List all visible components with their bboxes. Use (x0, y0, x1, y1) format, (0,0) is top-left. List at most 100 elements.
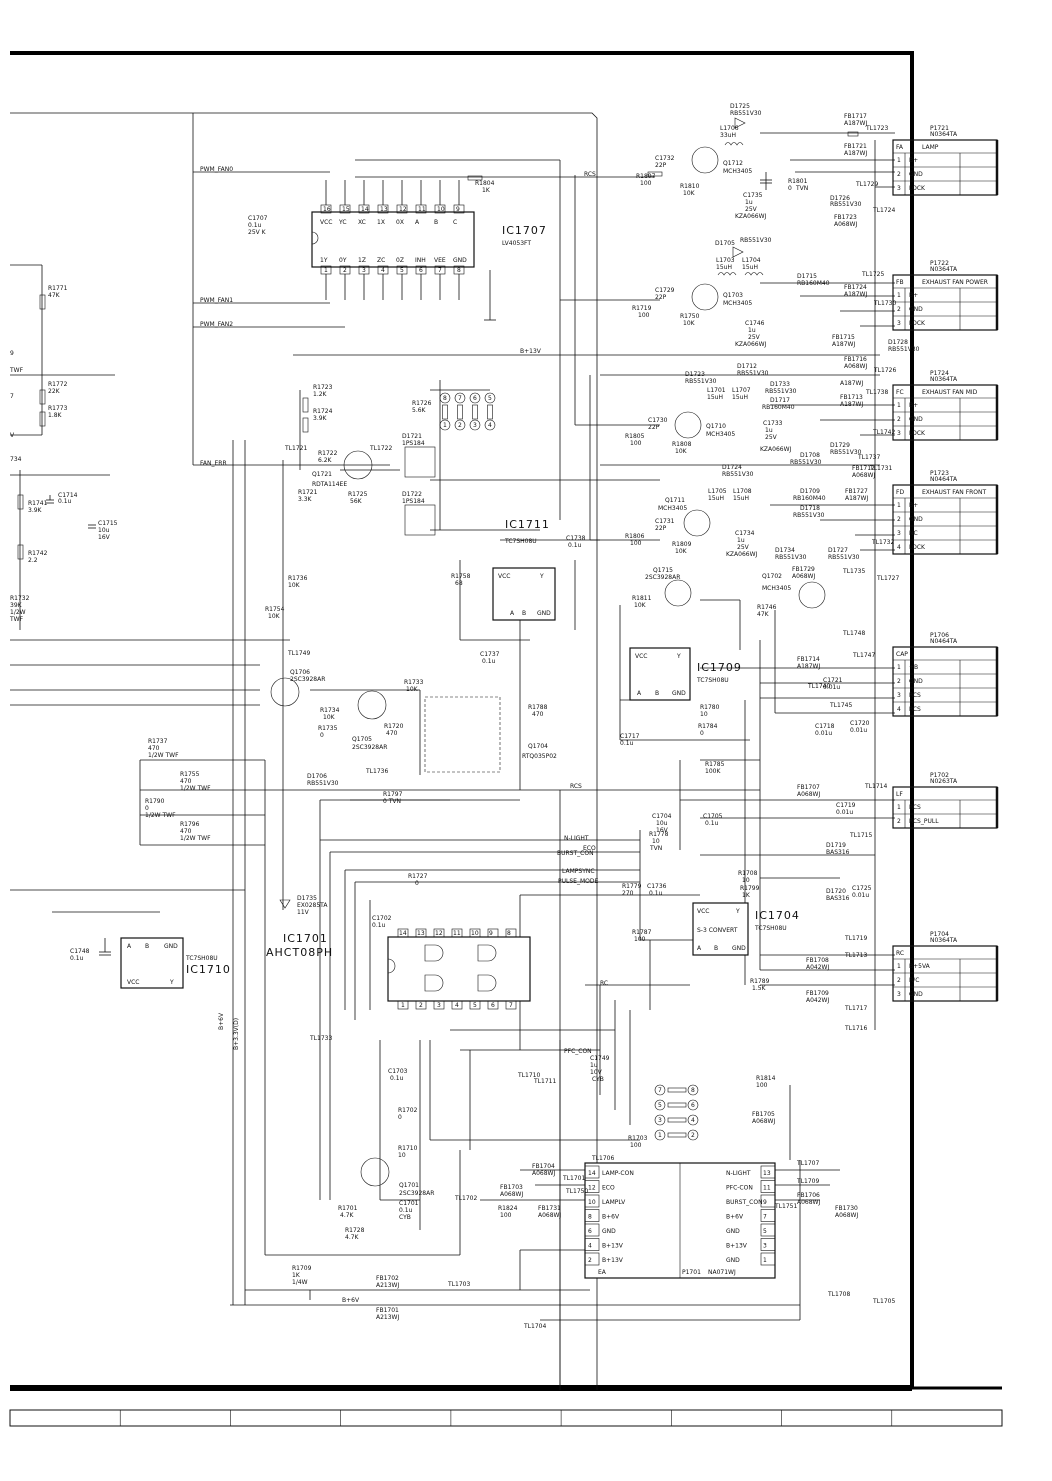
svg-text:0.1u: 0.1u (390, 1075, 404, 1082)
svg-text:0.1u: 0.1u (568, 542, 582, 549)
svg-text:47K: 47K (757, 611, 770, 618)
svg-text:100: 100 (638, 312, 650, 319)
svg-text:PWM_FAN0: PWM_FAN0 (200, 166, 233, 173)
svg-text:A042WJ: A042WJ (806, 997, 829, 1004)
svg-text:R1720: R1720 (384, 723, 404, 730)
svg-text:TL1725: TL1725 (861, 271, 884, 278)
p1701-pin-number: 10 (588, 1199, 596, 1206)
connector-pin-name: GND (909, 171, 923, 178)
connector-pin-number: 3 (897, 320, 901, 327)
svg-text:Q1703: Q1703 (723, 292, 743, 299)
ic1701-pin-number: 3 (437, 1002, 441, 1009)
svg-text:BURST_CON: BURST_CON (557, 850, 594, 857)
svg-text:10u: 10u (656, 820, 668, 827)
svg-text:R1719: R1719 (632, 305, 652, 312)
ic1709-ref: IC1709 (697, 661, 742, 674)
svg-text:A: A (127, 943, 132, 950)
svg-text:1/2W TWF: 1/2W TWF (148, 752, 179, 759)
svg-text:R1728: R1728 (345, 1227, 365, 1234)
svg-text:ECO: ECO (583, 845, 596, 852)
ic1701-pin-number: 11 (453, 930, 461, 937)
svg-text:TL1732: TL1732 (871, 539, 894, 546)
c1714-value: 0.1u (58, 498, 72, 505)
svg-text:C1725: C1725 (852, 885, 872, 892)
connector-pin-number: 4 (897, 544, 901, 551)
svg-text:GND: GND (732, 945, 746, 952)
svg-text:15uH: 15uH (742, 264, 758, 271)
svg-text:D1712: D1712 (737, 363, 757, 370)
ic1701-pin-number: 2 (419, 1002, 423, 1009)
ic1701-pin-number: 6 (491, 1002, 495, 1009)
svg-text:1/2W TWF: 1/2W TWF (145, 812, 176, 819)
svg-text:VCC: VCC (697, 908, 709, 915)
svg-text:MCH3405: MCH3405 (723, 300, 752, 307)
svg-text:FB1717: FB1717 (844, 113, 867, 120)
svg-text:15uH: 15uH (708, 495, 724, 502)
svg-text:10K: 10K (683, 190, 696, 197)
svg-text:6.2K: 6.2K (318, 457, 333, 464)
p1701-pin-name: GND (726, 1257, 740, 1264)
connector-pin-name: +B (909, 664, 918, 671)
ic1701-part-label: AHCT08PH (266, 946, 333, 959)
svg-text:R1742: R1742 (28, 550, 48, 557)
c1707-value: 0.1u (248, 222, 262, 229)
connector-pin-name: LOCK (909, 185, 926, 192)
svg-text:D1705: D1705 (715, 240, 735, 247)
ic1707-pin-label: VEE (434, 257, 446, 264)
svg-text:GND: GND (164, 943, 178, 950)
svg-text:Q1704: Q1704 (528, 743, 548, 750)
svg-text:R1737: R1737 (148, 738, 168, 745)
svg-text:8: 8 (691, 1087, 695, 1094)
svg-text:100: 100 (640, 180, 652, 187)
svg-text:RB551V30: RB551V30 (740, 237, 772, 244)
svg-text:C1738: C1738 (566, 535, 586, 542)
connector-pin-number: 1 (897, 804, 901, 811)
svg-text:N-LIGHT: N-LIGHT (564, 835, 589, 842)
svg-text:TL1738: TL1738 (865, 389, 888, 396)
connector-pin-number: 2 (897, 516, 901, 523)
connector-pin-name: LOCK (909, 320, 926, 327)
svg-text:RB551V30: RB551V30 (790, 459, 822, 466)
ic1707-pin-label: C (453, 219, 457, 226)
svg-text:A187WJ: A187WJ (840, 401, 863, 408)
svg-text:10K: 10K (268, 613, 281, 620)
svg-text:D1718: D1718 (800, 505, 820, 512)
sheet-frame (9, 51, 1003, 1427)
connector-title: EXHAUST FAN FRONT (922, 489, 987, 496)
svg-text:100: 100 (630, 540, 642, 547)
p1701-pin-name: B+6V (602, 1214, 620, 1221)
p1701-pin-name: LAMPLV (602, 1199, 626, 1206)
svg-text:10V: 10V (590, 1069, 603, 1076)
svg-text:TL1730: TL1730 (873, 300, 896, 307)
svg-text:1/2W TWF: 1/2W TWF (180, 785, 211, 792)
svg-text:A187WJ: A187WJ (844, 150, 867, 157)
d1735: D1735 EX0285TA 11V IC1701 AHCT08PH (266, 895, 333, 959)
ic1707-pin-number: 16 (323, 206, 331, 213)
svg-text:TL1715: TL1715 (849, 832, 872, 839)
svg-text:VCC: VCC (127, 979, 139, 986)
ic1704-ref: IC1704 (755, 909, 800, 922)
svg-text:Y: Y (539, 573, 544, 580)
svg-text:PWM_FAN2: PWM_FAN2 (200, 321, 233, 328)
svg-text:TL1711: TL1711 (533, 1078, 556, 1085)
p1701-pin-name: LAMP-CON (602, 1170, 634, 1177)
svg-text:22P: 22P (655, 525, 667, 532)
svg-text:R1814: R1814 (756, 1075, 776, 1082)
ic1707-pin-number: 11 (418, 206, 426, 213)
svg-text:L1704: L1704 (742, 257, 761, 264)
svg-text:Q1711: Q1711 (665, 497, 685, 504)
svg-text:1.5K: 1.5K (752, 985, 767, 992)
svg-text:C1718: C1718 (815, 723, 835, 730)
ic1711-ref: IC1711 (505, 518, 550, 531)
svg-text:25V: 25V (737, 544, 750, 551)
svg-text:100: 100 (756, 1082, 768, 1089)
r1742-value: 2.2 (28, 557, 38, 564)
svg-text:100: 100 (500, 1212, 512, 1219)
bottom-rails: R1709 1K 1/4W FB1702 A213WJ TL1703 B+6V … (292, 1265, 895, 1330)
svg-text:10K: 10K (634, 602, 647, 609)
svg-text:L1703: L1703 (716, 257, 735, 264)
svg-text:FB1707: FB1707 (797, 784, 820, 791)
svg-text:RB160M40: RB160M40 (793, 495, 826, 502)
